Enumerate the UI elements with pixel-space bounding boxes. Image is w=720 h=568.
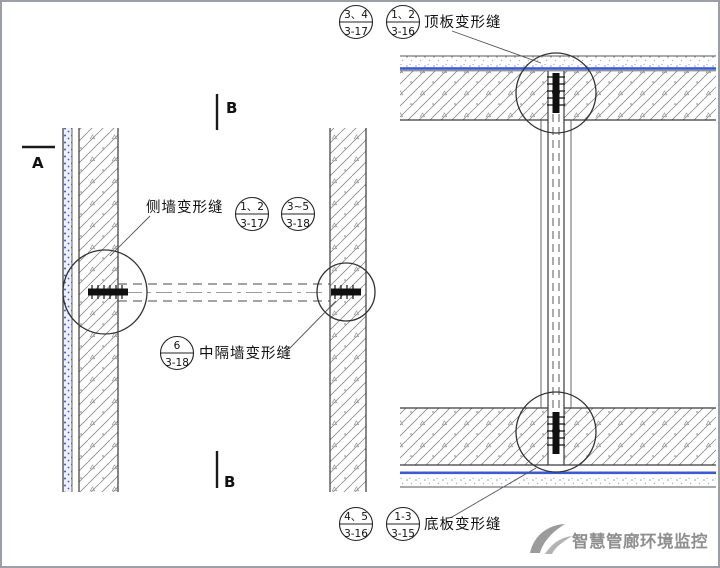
ref-sheet-number: 3-18: [286, 218, 310, 230]
mid-wall-joint-detail: [316, 262, 376, 322]
top-slab-annotation: 3、4 3-17 1、2 3-16 顶板变形缝: [338, 4, 542, 64]
mid-wall-joint-label: 中隔墙变形缝: [199, 345, 292, 362]
ref-sheet-number: 3-16: [391, 26, 415, 38]
section-detail: 3、4 3-17 1、2 3-16 顶板变形缝 4、5 3-16: [338, 4, 716, 542]
ref-detail-number: 3~5: [287, 201, 309, 213]
joint-gap-lines: [540, 71, 572, 465]
top-waterstop-bulb: [552, 88, 560, 96]
side-wall-detail-circle: [62, 249, 148, 335]
side-wall-concrete-hatch: [79, 128, 118, 492]
detail-ref-bubble-bottom-1: 4、5 3-16: [338, 506, 374, 542]
bottom-slab-waterproof-membrane: [400, 471, 716, 475]
mid-wall-detail-circle: [316, 262, 376, 322]
ref-detail-number: 3、4: [344, 9, 368, 21]
ref-detail-number: 6: [174, 340, 181, 352]
watermark: 智慧管廊环境监控: [530, 524, 708, 554]
top-slab-hatch-right: [564, 71, 716, 120]
ref-sheet-number: 3-17: [344, 26, 368, 38]
top-slab-detail-circle: [515, 52, 597, 134]
top-slab-hatch-left: [400, 71, 548, 120]
bottom-slab-joint-detail: [515, 391, 597, 473]
top-slab-waterproof-membrane: [400, 67, 716, 70]
top-slab-joint-detail: [515, 52, 597, 134]
bottom-slab-annotation: 4、5 3-16 1-3 3-15 底板变形缝: [338, 467, 537, 542]
section-b-bottom-label: B: [224, 473, 235, 491]
side-wall-joint-detail: [62, 249, 148, 335]
plan-detail: A B B 侧墙变形缝 1、2 3-17 3~5 3-18: [22, 94, 376, 492]
ref-detail-number: 4、5: [344, 511, 368, 523]
ref-sheet-number: 3-16: [344, 528, 368, 540]
detail-ref-bubble-side-1: 1、2 3-17: [234, 196, 270, 232]
mid-wall-leader-line: [288, 300, 337, 350]
watermark-text: 智慧管廊环境监控: [572, 531, 708, 551]
ref-detail-number: 1、2: [240, 201, 264, 213]
section-a-label: A: [32, 154, 44, 172]
ref-detail-number: 1、2: [391, 9, 415, 21]
mid-partition-wall: [329, 128, 367, 492]
bottom-slab-detail-circle: [515, 391, 597, 473]
watermark-logo-accent: [545, 536, 572, 554]
mid-wall-waterstop: [331, 288, 361, 296]
mid-wall-annotation: 6 3-18 中隔墙变形缝: [159, 300, 337, 371]
bottom-waterstop-bulb: [552, 427, 560, 435]
top-slab-leader-line: [451, 30, 542, 64]
bottom-slab-hatch-left: [400, 408, 548, 465]
detail-ref-bubble-bottom-2: 1-3 3-15: [385, 506, 421, 542]
detail-ref-bubble-mid: 6 3-18: [159, 335, 195, 371]
ref-detail-number: 1-3: [394, 511, 411, 523]
bottom-slab-leader-line: [451, 467, 537, 518]
detail-ref-bubble-side-2: 3~5 3-18: [280, 196, 316, 232]
side-wall: [62, 128, 119, 492]
ref-sheet-number: 3-17: [240, 218, 264, 230]
side-wall-waterstop: [88, 288, 128, 296]
bottom-slab-cushion-layer: [400, 476, 716, 487]
top-slab: [400, 55, 716, 121]
side-wall-leader-line: [109, 215, 151, 257]
section-marks: A B B: [22, 94, 237, 491]
top-slab-joint-label: 顶板变形缝: [424, 13, 502, 31]
section-b-top-label: B: [226, 99, 237, 117]
side-wall-annotation: 侧墙变形缝 1、2 3-17 3~5 3-18: [109, 196, 316, 257]
side-wall-joint-label: 侧墙变形缝: [146, 199, 224, 216]
bottom-slab-joint-label: 底板变形缝: [424, 515, 502, 533]
ref-sheet-number: 3-18: [165, 357, 189, 369]
bottom-slab-hatch-right: [564, 408, 716, 465]
detail-ref-bubble-top-1: 3、4 3-17: [338, 4, 374, 40]
joint-dashed-lines: [118, 283, 330, 302]
top-slab-protection-layer: [400, 56, 716, 67]
mid-wall-concrete-hatch: [330, 128, 366, 492]
ref-sheet-number: 3-15: [391, 528, 415, 540]
detail-ref-bubble-top-2: 1、2 3-16: [385, 4, 421, 40]
watermark-logo: [530, 524, 565, 553]
